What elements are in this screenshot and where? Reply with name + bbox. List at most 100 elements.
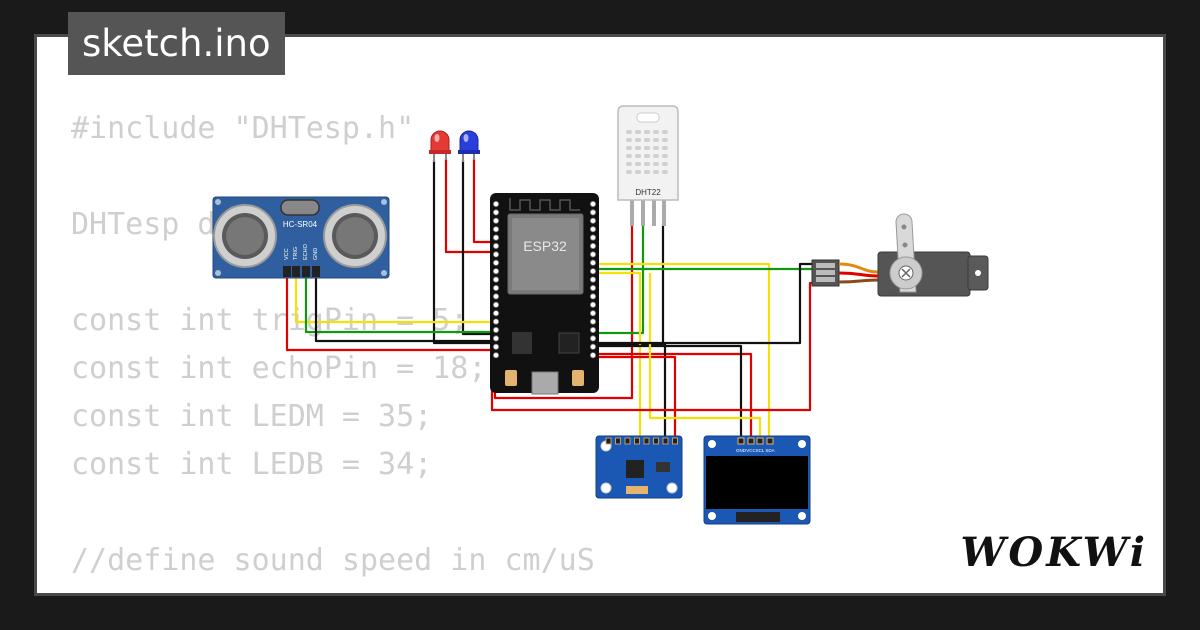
dht22-vent-slot	[662, 170, 668, 174]
dht22-vent-slot	[653, 170, 659, 174]
esp32-usb-port	[531, 371, 559, 395]
esp32-boot-button[interactable]	[505, 370, 517, 386]
code-line: const int LEDB = 34;	[71, 447, 433, 482]
dht22-vent-slot	[662, 146, 668, 150]
esp32-en-button[interactable]	[572, 370, 584, 386]
hcsr04-label: HC-SR04	[283, 220, 318, 229]
code-line: const int LEDM = 35;	[71, 399, 433, 434]
code-line: #include "DHTesp.h"	[71, 111, 415, 146]
code-line: //define sound speed in cm/uS	[71, 543, 595, 578]
hcsr04-pin-labels: VCC TRIG ECHO GND	[284, 243, 319, 260]
esp32-pin	[590, 310, 597, 317]
hcsr04-sensor[interactable]: HC-SR04 VCC TRIG ECHO GND	[212, 196, 390, 279]
mpu6050-pins[interactable]	[605, 437, 678, 445]
wire-hcsr04-echo	[304, 276, 498, 334]
wire-i2c-sda	[595, 262, 771, 440]
dht22-vent-slot	[635, 162, 641, 166]
mpu6050-chip	[626, 460, 644, 478]
wire-red-led-anode	[444, 158, 498, 254]
esp32-pin	[590, 242, 597, 249]
esp32-pin	[590, 276, 597, 283]
mpu6050-pin	[605, 437, 612, 445]
dht22-vent-slot	[626, 138, 632, 142]
dht22-vent-slot	[626, 162, 632, 166]
esp32-pin	[492, 293, 499, 300]
esp32-pin	[492, 276, 499, 283]
wire-oled-gnd	[595, 344, 743, 440]
dht22-vent-slot	[653, 130, 659, 134]
hcsr04-pins[interactable]	[283, 266, 320, 277]
mpu6050-pin	[662, 437, 669, 445]
esp32-pin	[492, 217, 499, 224]
esp32-pin	[492, 343, 499, 350]
wire-red-led-cathode	[432, 160, 498, 345]
wire-blue-led-cathode	[461, 160, 498, 336]
mpu6050-pin	[615, 437, 621, 445]
esp32-pin	[590, 259, 597, 266]
dht22-body	[617, 105, 679, 201]
esp32-pin	[590, 200, 597, 207]
esp32-pin	[590, 234, 597, 241]
oled-screen	[706, 456, 808, 509]
esp32-pin	[492, 259, 499, 266]
dht22-vent-slot	[662, 162, 668, 166]
esp32-pin	[590, 217, 597, 224]
esp32-pin	[590, 335, 597, 342]
wire-mpu-vcc	[595, 355, 677, 440]
dht22-vent-slot	[662, 130, 668, 134]
esp32-pin	[492, 310, 499, 317]
esp32-pin	[492, 251, 499, 258]
dht22-vent-slot	[644, 154, 650, 158]
wire-hcsr04-trig	[294, 276, 498, 324]
dht22-vents	[626, 130, 668, 174]
dht22-vent-slot	[653, 146, 659, 150]
oled-display[interactable]: GND VCC SCL SDA	[703, 435, 811, 525]
wire-dht-data	[595, 224, 645, 335]
esp32-pin	[492, 326, 499, 333]
oled-pin-labels: GND VCC SCL SDA	[736, 448, 775, 453]
wires	[285, 158, 812, 440]
esp32-pin	[590, 293, 597, 300]
wire-i2c-scl	[595, 271, 642, 440]
dht22-vent-slot	[644, 130, 650, 134]
esp32-pin	[590, 326, 597, 333]
esp32-pin	[590, 209, 597, 216]
dht22-vent-slot	[644, 138, 650, 142]
mpu6050-pin	[672, 437, 678, 445]
led-blue[interactable]	[458, 130, 480, 162]
dht22-vent-slot	[626, 130, 632, 134]
mpu6050-pin	[624, 437, 631, 445]
esp32-pin	[590, 268, 597, 275]
esp32-pin	[492, 268, 499, 275]
esp32-pin	[590, 226, 597, 233]
esp32-pin	[492, 352, 499, 359]
esp32-pin	[492, 209, 499, 216]
esp32-pin	[590, 284, 597, 291]
svg-text:GND: GND	[313, 248, 319, 260]
dht22-vent-slot	[626, 170, 632, 174]
mpu6050-module[interactable]	[595, 435, 683, 499]
dht22-label: DHT22	[635, 188, 661, 197]
esp32-regulator	[512, 332, 532, 354]
wire-servo-gnd	[595, 262, 812, 345]
hcsr04-crystal	[280, 199, 320, 216]
servo-motor[interactable]	[811, 213, 989, 297]
led-red[interactable]	[429, 130, 451, 162]
esp32-pin	[492, 284, 499, 291]
file-tab[interactable]: sketch.ino	[68, 12, 285, 75]
svg-text:GND: GND	[736, 448, 747, 453]
wire-hcsr04-vcc	[285, 276, 498, 352]
esp32-pin	[590, 251, 597, 258]
dht22-vent-slot	[635, 130, 641, 134]
oled-pins[interactable]	[737, 437, 774, 445]
esp32-pin	[492, 234, 499, 241]
dht22-vent-slot	[662, 154, 668, 158]
dht22-vent-slot	[635, 154, 641, 158]
dht22-sensor[interactable]: DHT22	[617, 105, 679, 226]
code-line: const int echoPin = 18;	[71, 351, 487, 386]
esp32-pin-headers[interactable]	[492, 200, 597, 359]
dht22-vent-slot	[635, 170, 641, 174]
esp32-pin	[590, 301, 597, 308]
esp32-board[interactable]: ESP32	[490, 193, 599, 395]
